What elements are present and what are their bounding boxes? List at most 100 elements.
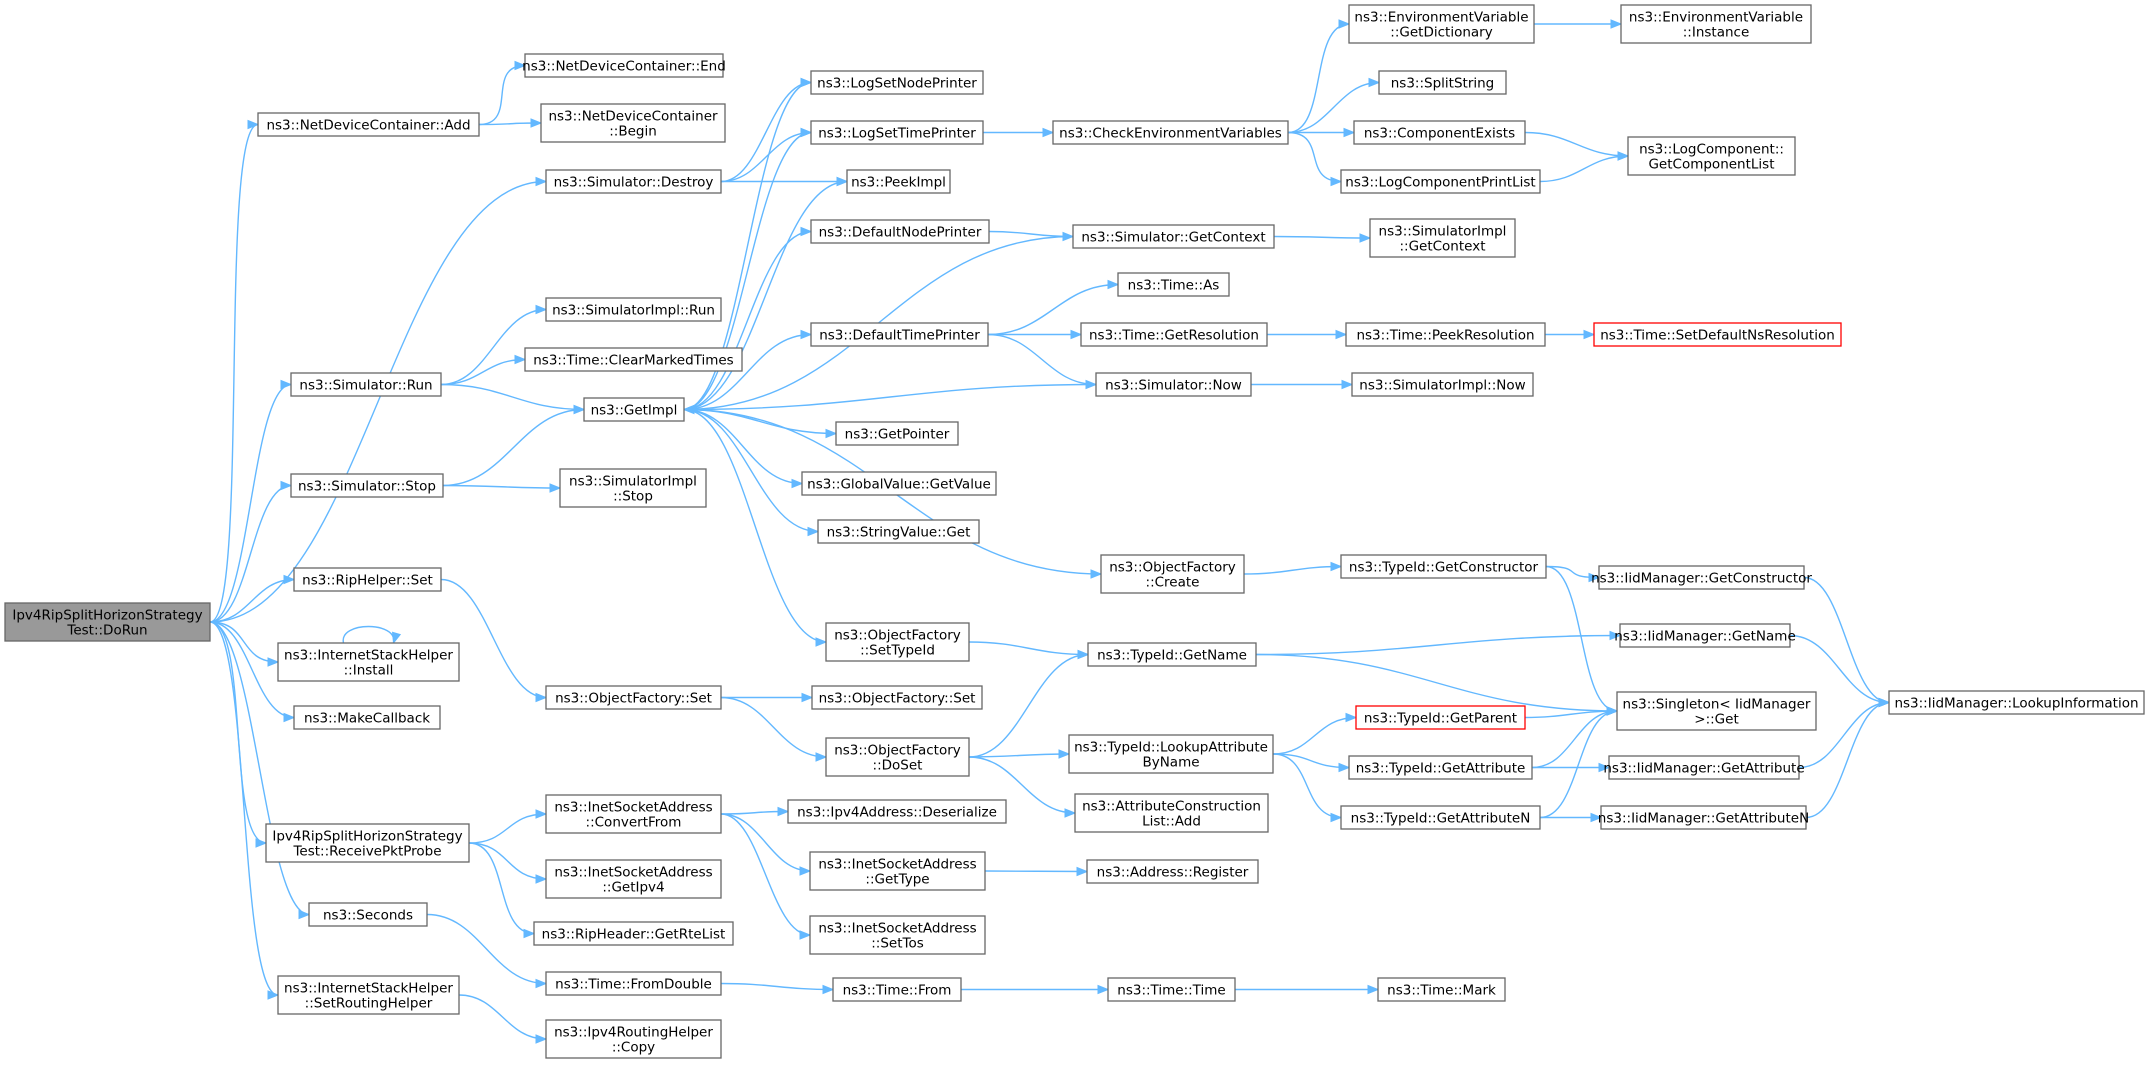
node-box (1087, 642, 1257, 667)
node-env-inst[interactable]: ns3::EnvironmentVariable::Instance (1620, 4, 1812, 44)
node-default-node[interactable]: ns3::DefaultNodePrinter (810, 219, 990, 244)
node-string-value[interactable]: ns3::StringValue::Get (817, 519, 980, 544)
node-label: ns3::Ipv4RoutingHelper (554, 1025, 713, 1041)
node-box (1351, 372, 1534, 397)
node-log-comp-print[interactable]: ns3::LogComponentPrintList (1340, 169, 1541, 194)
node-check-env[interactable]: ns3::CheckEnvironmentVariables (1052, 120, 1289, 145)
node-of-doset[interactable]: ns3::ObjectFactory::DoSet (825, 737, 970, 777)
node-time-time[interactable]: ns3::Time::Time (1107, 977, 1236, 1002)
node-isa-getipv4[interactable]: ns3::InetSocketAddress::GetIpv4 (545, 859, 722, 899)
edge-time_from-to-time_time-arrowhead (1097, 984, 1110, 995)
edge-seconds-to-time_fromdouble-arrowhead (535, 978, 548, 989)
node-of-set[interactable]: ns3::ObjectFactory::Set (545, 685, 722, 710)
node-typeid-getparent[interactable]: ns3::TypeId::GetParent (1355, 705, 1526, 730)
node-label: ns3::LogSetTimePrinter (818, 126, 976, 142)
node-split-string[interactable]: ns3::SplitString (1378, 70, 1507, 95)
node-time-fromdouble[interactable]: ns3::Time::FromDouble (545, 971, 722, 996)
node-env-dict[interactable]: ns3::EnvironmentVariable::GetDictionary (1348, 4, 1535, 44)
edge-ndc_add-to-ndc_begin-arrowhead (530, 118, 543, 128)
node-label: ns3::InetSocketAddress (818, 921, 976, 937)
node-global-value[interactable]: ns3::GlobalValue::GetValue (801, 471, 997, 496)
node-iid-getname[interactable]: ns3::IidManager::GetName (1614, 623, 1796, 648)
node-receive-probe[interactable]: Ipv4RipSplitHorizonStrategyTest::Receive… (265, 823, 470, 863)
node-ipv4rh-copy[interactable]: ns3::Ipv4RoutingHelper::Copy (545, 1019, 722, 1059)
node-getimpl[interactable]: ns3::GetImpl (583, 397, 685, 422)
node-time-from[interactable]: ns3::Time::From (832, 977, 962, 1002)
node-iid-getctor[interactable]: ns3::IidManager::GetConstructor (1591, 565, 1812, 590)
node-simimpl-context[interactable]: ns3::SimulatorImpl::GetContext (1369, 218, 1516, 258)
node-ipv4-deser[interactable]: ns3::Ipv4Address::Deserialize (787, 799, 1007, 824)
node-box (810, 70, 984, 95)
node-simimpl-stop[interactable]: ns3::SimulatorImpl::Stop (559, 468, 707, 508)
node-label: ns3::ObjectFactory::Set (555, 691, 712, 707)
node-default-time[interactable]: ns3::DefaultTimePrinter (810, 322, 989, 347)
edge-ish_setrouting-to-ipv4rh_copy (458, 994, 547, 1040)
node-iid-getattr[interactable]: ns3::IidManager::GetAttribute (1603, 755, 1805, 780)
node-sim-stop[interactable]: ns3::Simulator::Stop (290, 473, 444, 498)
node-simimpl-now[interactable]: ns3::SimulatorImpl::Now (1351, 372, 1534, 397)
node-iid-getattrn[interactable]: ns3::IidManager::GetAttributeN (1598, 805, 1809, 830)
node-log-time[interactable]: ns3::LogSetTimePrinter (810, 120, 984, 145)
edge-isa_convert-to-isa_gettype (720, 813, 811, 872)
edge-iid_getctor-to-iid_lookup (1803, 576, 1890, 704)
node-make-callback[interactable]: ns3::MakeCallback (293, 705, 441, 730)
node-ish-setrouting[interactable]: ns3::InternetStackHelper::SetRoutingHelp… (277, 975, 460, 1015)
node-time-peekres[interactable]: ns3::Time::PeekResolution (1345, 322, 1546, 347)
node-ish-install[interactable]: ns3::InternetStackHelper::Install (277, 642, 460, 682)
node-box (1107, 977, 1236, 1002)
edge-env_dict-to-env_inst-arrowhead (1610, 19, 1623, 29)
node-label: ns3::ObjectFactory (834, 743, 961, 759)
node-typeid-getctor[interactable]: ns3::TypeId::GetConstructor (1340, 554, 1547, 579)
edge-default_time-to-sim_now (987, 333, 1097, 386)
node-label: ns3::ObjectFactory (1109, 560, 1236, 576)
node-time-getres[interactable]: ns3::Time::GetResolution (1080, 322, 1268, 347)
node-sim-context[interactable]: ns3::Simulator::GetContext (1072, 224, 1275, 249)
node-label: ns3::Address::Register (1097, 865, 1249, 881)
node-log-node[interactable]: ns3::LogSetNodePrinter (810, 70, 984, 95)
node-typeid-getattrn[interactable]: ns3::TypeId::GetAttributeN (1340, 805, 1541, 830)
edge-ish_install-to-ish_install-arrowhead (391, 631, 402, 645)
edge-time_time-to-time_mark-arrowhead (1367, 984, 1380, 995)
node-rip-getrte[interactable]: ns3::RipHeader::GetRteList (533, 921, 734, 946)
node-time-mark[interactable]: ns3::Time::Mark (1377, 977, 1506, 1002)
node-of-set2[interactable]: ns3::ObjectFactory::Set (811, 685, 983, 710)
node-log-comp-list[interactable]: ns3::LogComponent::GetComponentList (1627, 136, 1796, 176)
node-label: ns3::AttributeConstruction (1082, 799, 1261, 815)
node-time-setdefault[interactable]: ns3::Time::SetDefaultNsResolution (1593, 322, 1842, 347)
edge-getimpl-to-default_time (683, 333, 812, 411)
node-simimpl-run[interactable]: ns3::SimulatorImpl::Run (545, 297, 722, 322)
node-rip-set[interactable]: ns3::RipHelper::Set (293, 567, 442, 592)
node-isa-settos[interactable]: ns3::InetSocketAddress::SetTos (809, 915, 986, 955)
node-typeid-getattr[interactable]: ns3::TypeId::GetAttribute (1348, 755, 1533, 780)
node-isa-convert[interactable]: ns3::InetSocketAddress::ConvertFrom (545, 794, 722, 834)
node-seconds[interactable]: ns3::Seconds (308, 902, 428, 927)
node-ndc-begin[interactable]: ns3::NetDeviceContainer::Begin (540, 103, 726, 143)
node-label: ns3::Simulator::Now (1105, 378, 1242, 394)
node-comp-exists[interactable]: ns3::ComponentExists (1353, 120, 1526, 145)
node-iid-lookup[interactable]: ns3::IidManager::LookupInformation (1888, 690, 2145, 715)
node-of-create[interactable]: ns3::ObjectFactory::Create (1100, 554, 1245, 594)
node-of-settypeid[interactable]: ns3::ObjectFactory::SetTypeId (825, 622, 970, 662)
node-label: ns3::Seconds (323, 908, 413, 924)
node-sim-run[interactable]: ns3::Simulator::Run (290, 372, 442, 397)
edge-default_time-to-time_getres-arrowhead (1070, 329, 1083, 340)
edge-sim_destroy-to-log_node (720, 81, 812, 183)
node-sim-destroy[interactable]: ns3::Simulator::Destroy (545, 169, 722, 194)
node-time-as[interactable]: ns3::Time::As (1117, 272, 1230, 297)
node-typeid-getname[interactable]: ns3::TypeId::GetName (1087, 642, 1257, 667)
node-addr-register[interactable]: ns3::Address::Register (1086, 859, 1259, 884)
node-ndc-end[interactable]: ns3::NetDeviceContainer::End (522, 53, 726, 78)
edge-getimpl-to-default_time-arrowhead (800, 329, 813, 340)
node-clear-marked[interactable]: ns3::Time::ClearMarkedTimes (524, 347, 743, 372)
node-isa-gettype[interactable]: ns3::InetSocketAddress::GetType (809, 851, 986, 891)
edge-receive_probe-to-rip_getrte (468, 842, 535, 935)
edge-iid_getattr-to-iid_lookup (1798, 701, 1890, 769)
node-ndc-add[interactable]: ns3::NetDeviceContainer::Add (257, 112, 480, 137)
node-getpointer[interactable]: ns3::GetPointer (835, 421, 959, 446)
node-peekimpl[interactable]: ns3::PeekImpl (846, 169, 951, 194)
node-singleton-get[interactable]: ns3::Singleton< IidManager>::Get (1616, 691, 1817, 731)
node-sim-now[interactable]: ns3::Simulator::Now (1095, 372, 1252, 397)
